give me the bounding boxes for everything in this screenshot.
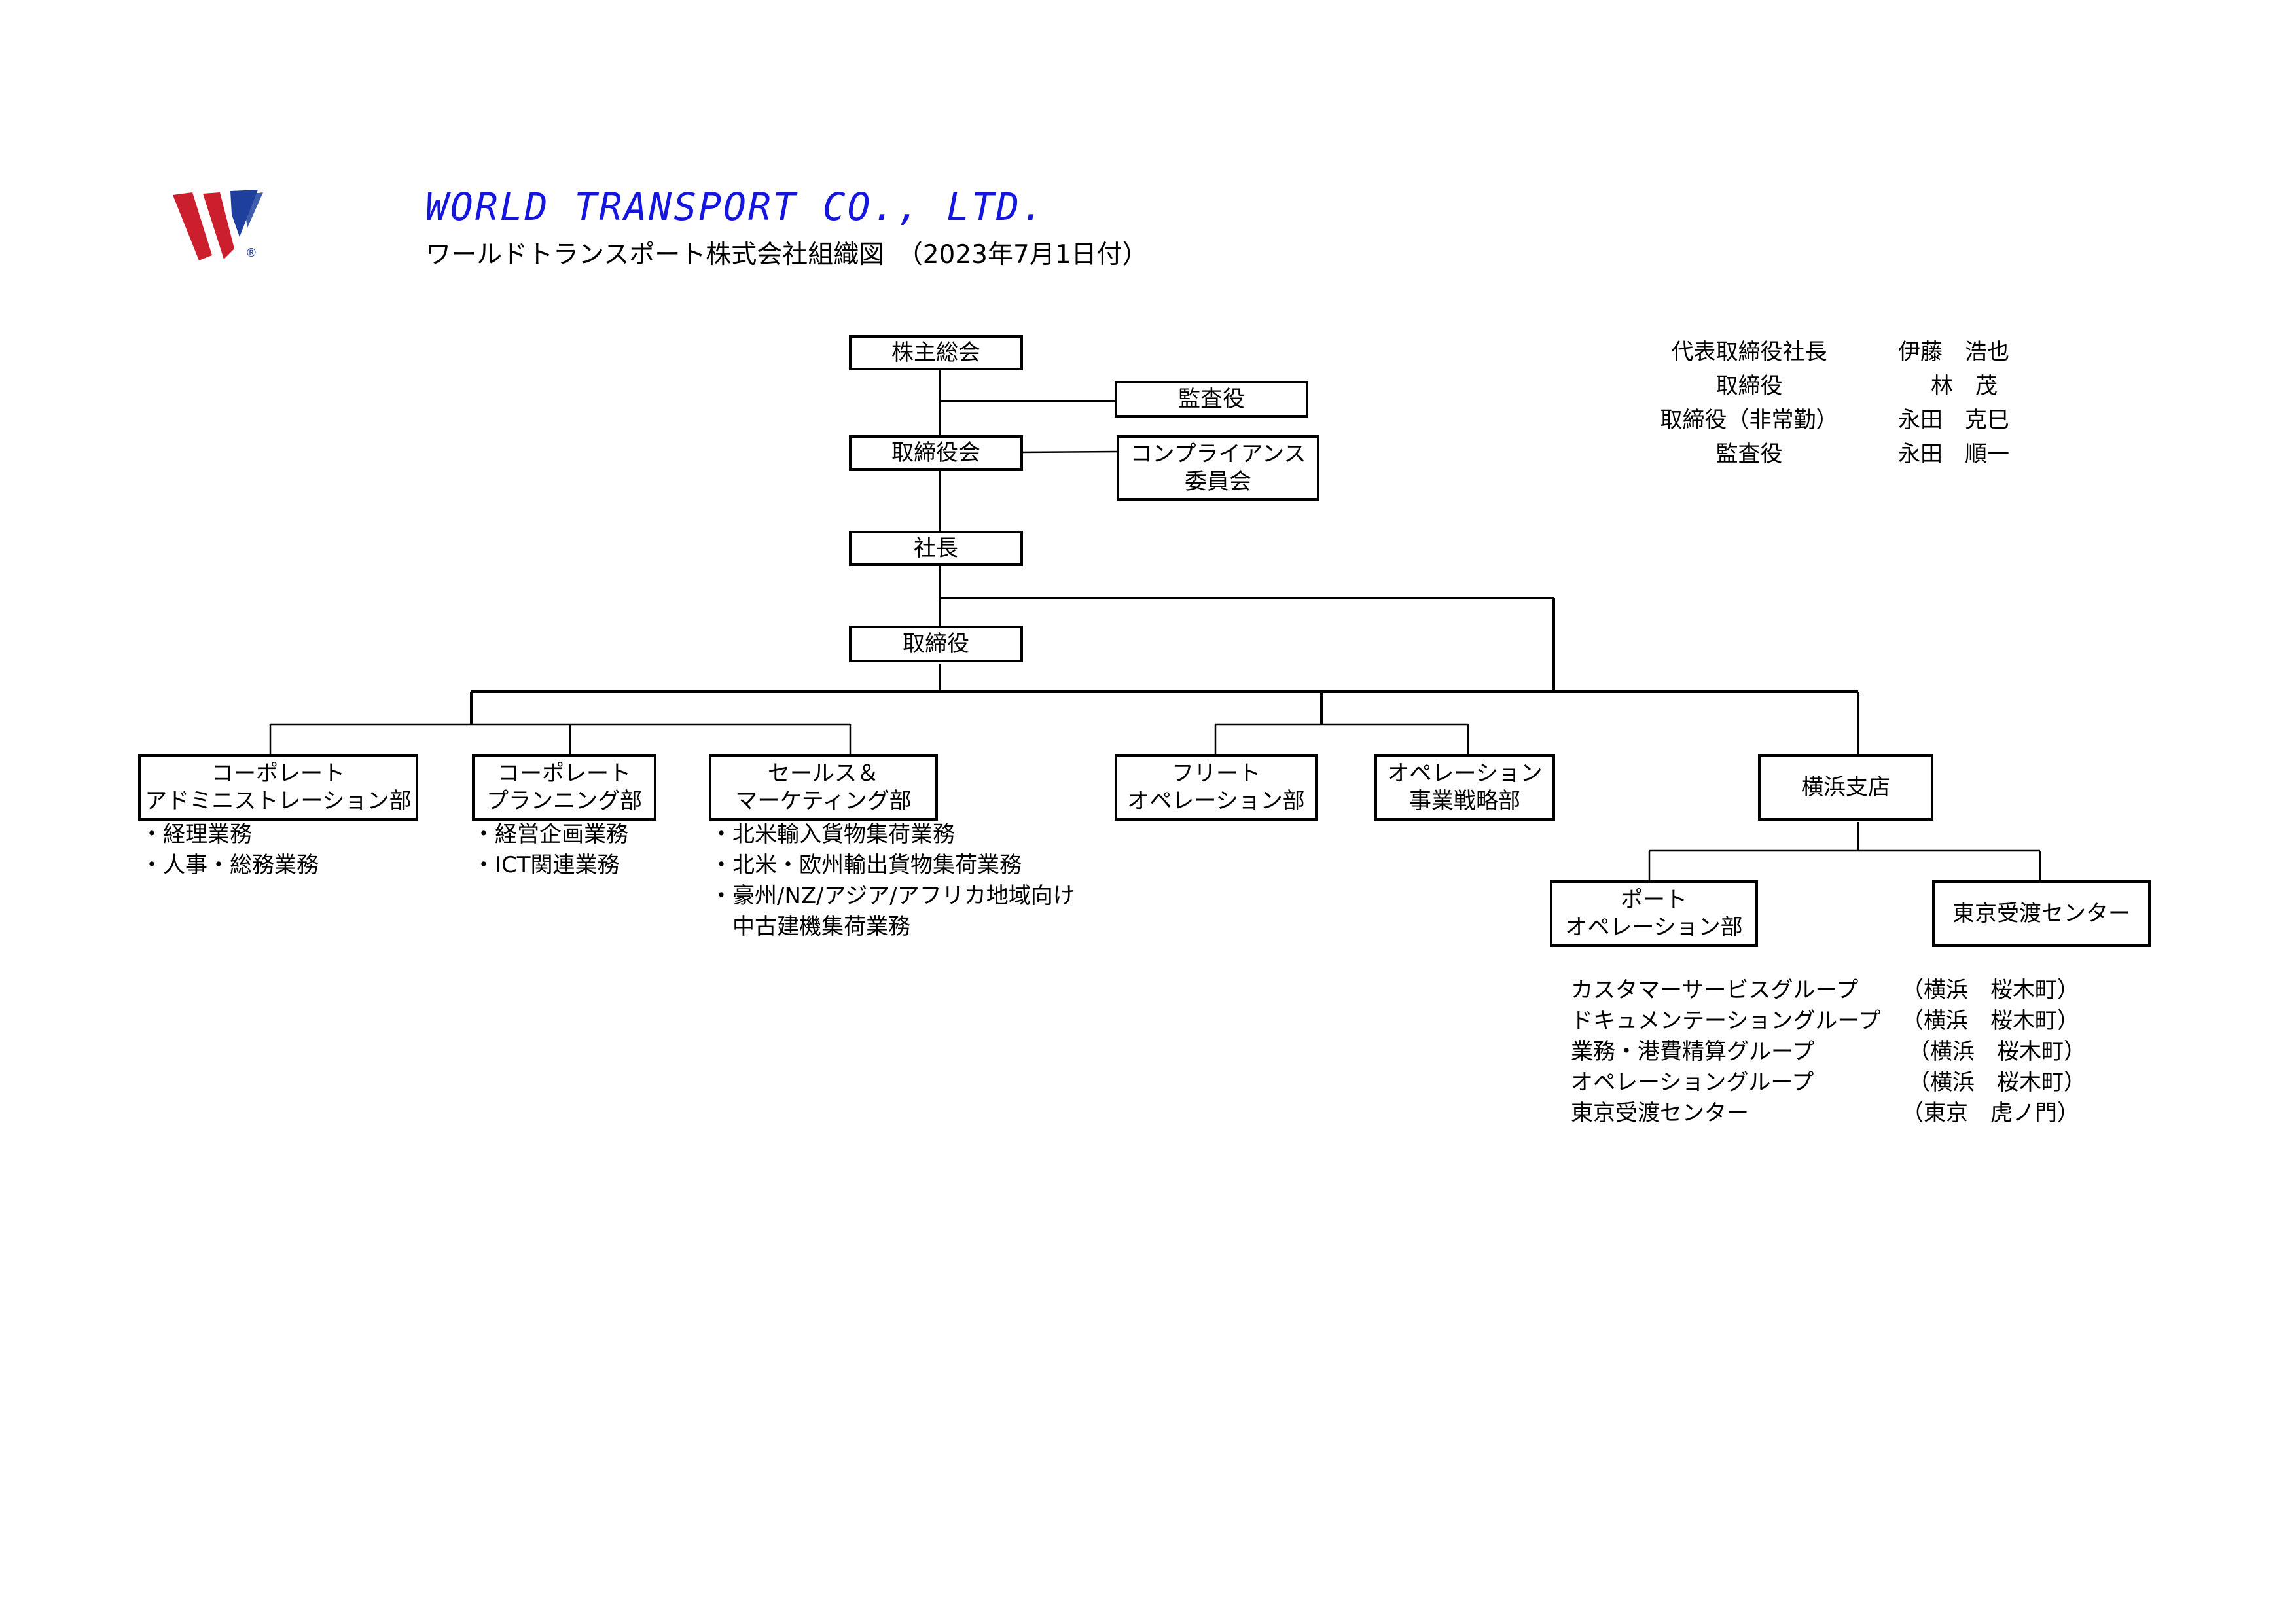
- node-label: コンプライアンス: [1130, 441, 1306, 467]
- duty-item: ・経営企画業務: [473, 821, 628, 847]
- node-shareholders-meeting: 株主総会: [849, 335, 1023, 370]
- node-label: 横浜支店: [1801, 774, 1890, 800]
- node-label: オペレーション部: [1565, 914, 1743, 940]
- node-board-of-directors: 取締役会: [849, 435, 1023, 471]
- officer-role: 代表取締役社長: [1671, 339, 1827, 365]
- group-name: カスタマーサービスグループ: [1571, 977, 1859, 1003]
- node-label: 取締役会: [891, 440, 980, 466]
- yokohama-groups-list: カスタマーサービスグループ （横浜 桜木町） ドキュメンテーショングループ （横…: [1571, 975, 2086, 1129]
- officer-name: 永田 順一: [1898, 441, 2009, 467]
- duty-item: 中古建機集荷業務: [710, 914, 910, 940]
- duty-item: ・北米輸入貨物集荷業務: [710, 821, 955, 847]
- node-label: 委員会: [1185, 469, 1251, 495]
- duty-item: ・人事・総務業務: [141, 852, 319, 878]
- duties-corporate-administration: ・経理業務 ・人事・総務業務: [141, 819, 319, 881]
- node-label: アドミニストレーション部: [145, 788, 412, 814]
- node-label: コーポレート: [497, 760, 631, 787]
- node-label: 取締役: [903, 631, 969, 657]
- duty-item: ・北米・欧州輸出貨物集荷業務: [710, 852, 1022, 878]
- node-port-operations: ポート オペレーション部: [1550, 880, 1758, 947]
- node-label: 社長: [914, 535, 958, 562]
- node-label: コーポレート: [211, 760, 345, 787]
- group-location: （横浜 桜木町）: [1901, 1008, 2079, 1034]
- node-corporate-administration: コーポレート アドミニストレーション部: [138, 754, 418, 821]
- node-label: プランニング部: [486, 788, 642, 814]
- duty-item: ・豪州/NZ/アジア/アフリカ地域向け: [710, 883, 1075, 909]
- group-row: 業務・港費精算グループ （横浜 桜木町）: [1571, 1037, 2086, 1067]
- node-corporate-planning: コーポレート プランニング部: [472, 754, 656, 821]
- node-label: 監査役: [1178, 386, 1245, 412]
- officer-row: 代表取締役社長 伊藤 浩也: [1636, 335, 2010, 369]
- duties-corporate-planning: ・経営企画業務 ・ICT関連業務: [473, 819, 628, 881]
- officer-role: 取締役: [1715, 373, 1783, 399]
- officer-role: 監査役: [1715, 441, 1783, 467]
- node-label: ポート: [1621, 887, 1687, 913]
- company-logo: [173, 190, 263, 260]
- node-label: オペレーション部: [1127, 788, 1305, 814]
- company-name: WORLD TRANSPORT CO., LTD.: [425, 185, 1046, 229]
- node-director: 取締役: [849, 626, 1023, 662]
- group-location: （東京 虎ノ門）: [1901, 1100, 2079, 1126]
- node-fleet-operations: フリート オペレーション部: [1115, 754, 1318, 821]
- officer-role: 取締役（非常勤）: [1660, 407, 1839, 433]
- node-yokohama-branch: 横浜支店: [1758, 754, 1933, 821]
- node-label: セールス＆: [768, 760, 879, 787]
- node-president: 社長: [849, 531, 1023, 566]
- node-auditor: 監査役: [1115, 381, 1308, 418]
- group-name: 業務・港費精算グループ: [1571, 1039, 1814, 1065]
- officer-name: 林 茂: [1931, 373, 1998, 399]
- group-row: ドキュメンテーショングループ （横浜 桜木町）: [1571, 1006, 2086, 1037]
- officers-list: 代表取締役社長 伊藤 浩也 取締役 林 茂 取締役（非常勤） 永田 克巳 監査役…: [1636, 335, 2010, 471]
- group-location: （横浜 桜木町）: [1901, 977, 2079, 1003]
- group-name: オペレーショングループ: [1571, 1069, 1814, 1096]
- group-name: 東京受渡センター: [1571, 1100, 1749, 1126]
- chart-subtitle: ワールドトランスポート株式会社組織図 （2023年7月1日付）: [425, 240, 1148, 270]
- node-sales-marketing: セールス＆ マーケティング部: [709, 754, 938, 821]
- registered-mark: ®: [245, 246, 257, 260]
- duties-sales-marketing: ・北米輸入貨物集荷業務 ・北米・欧州輸出貨物集荷業務 ・豪州/NZ/アジア/アフ…: [710, 819, 1075, 942]
- node-label: 東京受渡センター: [1952, 901, 2130, 927]
- duty-item: ・ICT関連業務: [473, 852, 620, 878]
- officer-name: 伊藤 浩也: [1898, 339, 2009, 365]
- officer-row: 監査役 永田 順一: [1636, 437, 2010, 471]
- node-label: 株主総会: [891, 340, 980, 366]
- node-label: 事業戦略部: [1409, 788, 1520, 814]
- logo-red-mark: [203, 192, 234, 259]
- logo-red-mark: [173, 192, 212, 260]
- group-row: 東京受渡センター （東京 虎ノ門）: [1571, 1098, 2086, 1129]
- node-compliance-committee: コンプライアンス 委員会: [1117, 435, 1319, 501]
- node-label: マーケティング部: [735, 788, 912, 814]
- node-label: オペレーション: [1387, 760, 1543, 787]
- group-row: カスタマーサービスグループ （横浜 桜木町）: [1571, 975, 2086, 1006]
- duty-item: ・経理業務: [141, 821, 252, 847]
- group-name: ドキュメンテーショングループ: [1571, 1008, 1881, 1034]
- officer-name: 永田 克巳: [1898, 407, 2009, 433]
- node-operations-strategy: オペレーション 事業戦略部: [1374, 754, 1555, 821]
- node-tokyo-delivery-center: 東京受渡センター: [1932, 880, 2151, 947]
- group-row: オペレーショングループ （横浜 桜木町）: [1571, 1067, 2086, 1098]
- node-label: フリート: [1172, 760, 1261, 787]
- officer-row: 取締役 林 茂: [1636, 369, 2009, 403]
- officer-row: 取締役（非常勤） 永田 克巳: [1636, 403, 2010, 437]
- group-location: （横浜 桜木町）: [1908, 1069, 2086, 1096]
- logo-blue-mark: [242, 192, 263, 228]
- group-location: （横浜 桜木町）: [1908, 1039, 2086, 1065]
